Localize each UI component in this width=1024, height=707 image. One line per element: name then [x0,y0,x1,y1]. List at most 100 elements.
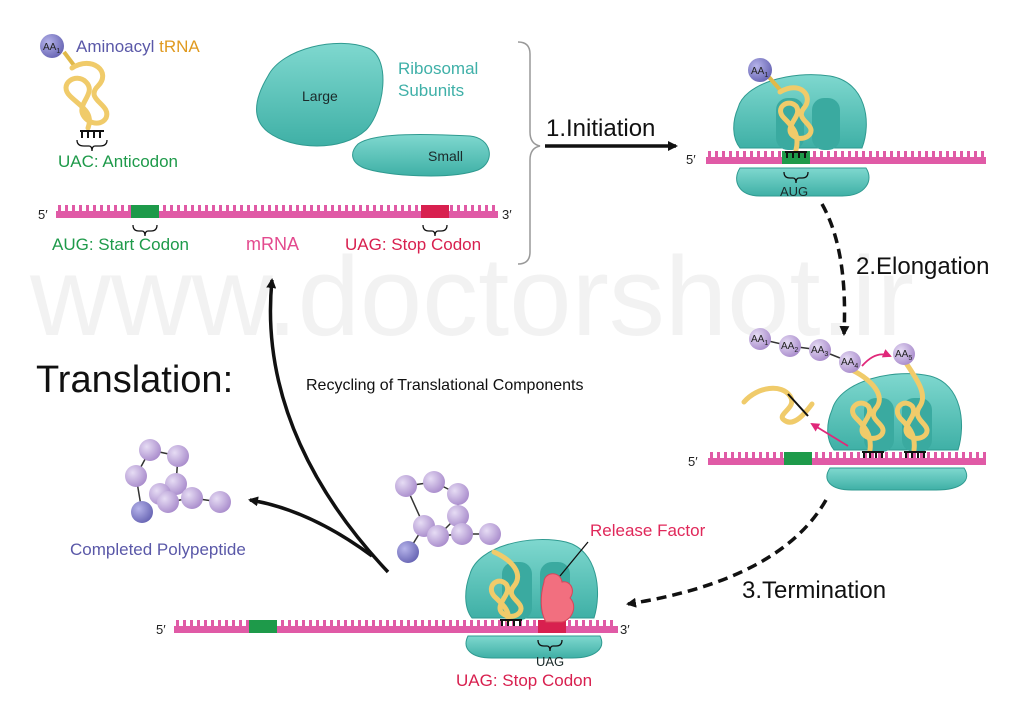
mrna-base [247,205,250,211]
mrna-base [323,620,326,626]
release-factor-label: Release Factor [590,521,706,540]
initiation-codon-label: AUG [780,184,808,199]
mrna-base [596,620,599,626]
mrna-base [876,151,879,157]
mrna-base [471,205,474,211]
mrna-base [401,205,404,211]
mrna-base [946,151,949,157]
mrna-base [407,620,410,626]
amino-acid-label: AA2 [781,341,798,354]
aa1-subscript: 1 [56,48,60,55]
mrna-base [232,620,235,626]
mrna-base [780,452,783,458]
mrna-base [848,151,851,157]
legend-ribosome: Large Small Ribosomal Subunits [256,42,490,177]
start-codon-label: AUG: Start Codon [52,235,189,254]
mrna-base [442,620,445,626]
mrna-base [380,205,383,211]
mrna-base [366,205,369,211]
mrna-base [211,620,214,626]
mrna-base [485,205,488,211]
amino-acid-bead [451,523,473,545]
amino-acid-bead [167,445,189,467]
termination-stop-codon-label: UAG: Stop Codon [456,671,592,690]
amino-acid-label: AA4 [841,357,858,370]
amino-acid-bead [139,439,161,461]
mrna-base [918,151,921,157]
termination-codon-label: UAG [536,654,564,669]
initiation-trna [777,85,814,153]
mrna-base [717,452,720,458]
elongation-trna-a [894,357,930,453]
mrna-base [526,620,529,626]
mrna-base [722,151,725,157]
mrna-base [568,620,571,626]
amino-acid-bead [447,483,469,505]
amino-acid-bead [397,541,419,563]
mrna-base [435,620,438,626]
release-arrow [810,422,849,447]
amino-acid-label: AA3 [811,345,828,358]
trna-label: tRNA [159,37,200,56]
termination-arrow [626,499,828,608]
mrna-five-prime: 5′ [38,207,48,222]
mrna-base [240,205,243,211]
mrna-base [960,151,963,157]
mrna-base [177,205,180,211]
completed-polypeptide-chain [125,439,231,523]
mrna-base [226,205,229,211]
mrna-base [505,620,508,626]
stop-codon-label: UAG: Stop Codon [345,235,481,254]
initiation-ribosome-small [736,167,870,197]
mrna-base [302,620,305,626]
mrna-base [969,452,972,458]
mrna-base [387,205,390,211]
mrna-base [79,205,82,211]
mrna-base [715,151,718,157]
mrna-base [778,151,781,157]
small-subunit-shape [352,133,490,177]
mrna-base [757,151,760,157]
mrna-base [205,205,208,211]
mrna-base [827,151,830,157]
mrna-base [850,452,853,458]
mrna-base [184,205,187,211]
mrna-base [834,151,837,157]
peptidyl-transfer-arrow [861,349,892,367]
mrna-base [885,452,888,458]
mrna-base [352,205,355,211]
mrna-base [610,620,613,626]
amino-acid-1 [749,328,771,350]
mrna-base [190,620,193,626]
mrna-base [892,452,895,458]
elongation-five-prime: 5′ [688,454,698,469]
elongation-ribosome-large [827,373,963,451]
start-codon [784,452,812,465]
mrna-base [219,205,222,211]
mrna-base [477,620,480,626]
mrna-base [282,205,285,211]
large-subunit-shape [256,42,384,147]
mrna-base [310,205,313,211]
mrna-base [883,151,886,157]
mrna-strand-elongation [708,452,986,465]
mrna-base [358,620,361,626]
amino-acid-4 [839,351,861,373]
mrna-base [932,151,935,157]
mrna-base [862,151,865,157]
amino-acid-bead [157,491,179,513]
mrna-base [163,205,166,211]
mrna-base [268,205,271,211]
initiation-aa1 [748,58,772,82]
mrna-base [288,620,291,626]
mrna-base [869,151,872,157]
mrna-base [93,205,96,211]
mrna-base [890,151,893,157]
amino-acid-bead [181,487,203,509]
termination-five-prime: 5′ [156,622,166,637]
mrna-base [731,452,734,458]
mrna-base [449,620,452,626]
mrna-base [191,205,194,211]
mrna-base [864,452,867,458]
